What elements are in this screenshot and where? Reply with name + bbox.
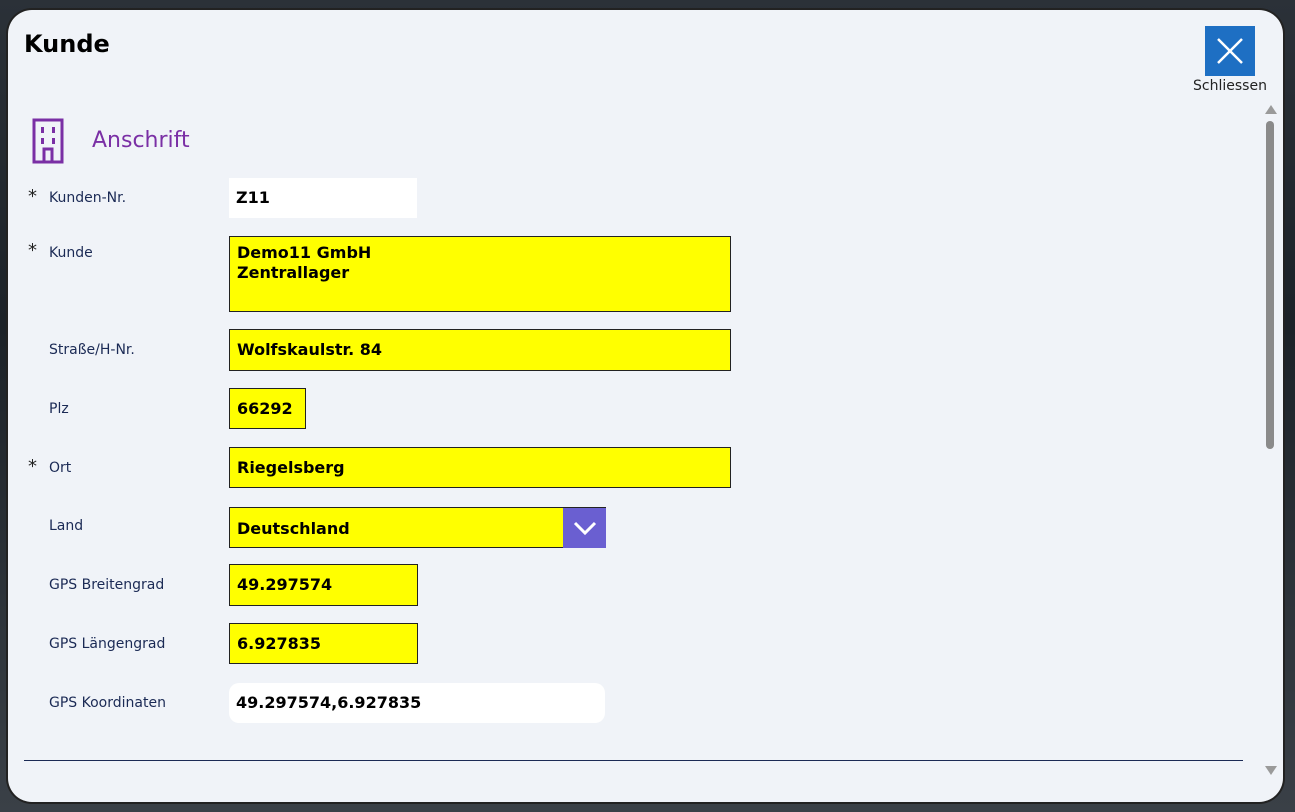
scroll-up-arrow-icon[interactable] [1265,105,1277,114]
section-divider [24,760,1243,761]
kunde-label: Kunde [49,245,93,261]
plz-label: Plz [49,401,69,417]
close-button[interactable] [1205,26,1255,76]
strasse-field[interactable]: Wolfskaulstr. 84 [229,329,731,371]
ort-field[interactable]: Riegelsberg [229,447,731,488]
strasse-label: Straße/H-Nr. [49,342,135,358]
gps-laengengrad-field[interactable]: 6.927835 [229,623,418,664]
required-marker: * [28,456,37,477]
section-title: Anschrift [92,128,190,153]
gps-koordinaten-field: 49.297574,6.927835 [229,683,605,723]
kunde-line-1: Demo11 GmbH [237,243,372,262]
land-select[interactable]: Deutschland [229,507,606,548]
gps-breitengrad-field[interactable]: 49.297574 [229,564,418,606]
plz-field[interactable]: 66292 [229,388,306,429]
scroll-down-arrow-icon[interactable] [1265,766,1277,775]
land-label: Land [49,518,84,534]
close-button-label[interactable]: Schliessen [1193,78,1267,94]
chevron-down-icon [573,521,596,536]
gps-laengengrad-label: GPS Längengrad [49,636,166,652]
scroll-thumb[interactable] [1266,121,1274,449]
kunde-line-2: Zentrallager [237,263,350,282]
required-marker: * [28,186,37,207]
customer-dialog: Kunde Schliessen Anschrift * Kunden-Nr. … [8,10,1283,802]
ort-label: Ort [49,460,72,476]
vertical-scrollbar[interactable] [1263,105,1277,775]
close-icon [1217,38,1243,64]
building-icon [32,118,64,164]
kunden-nr-field[interactable]: Z11 [229,178,417,218]
kunden-nr-label: Kunden-Nr. [49,190,127,206]
gps-breitengrad-label: GPS Breitengrad [49,577,165,593]
gps-koordinaten-label: GPS Koordinaten [49,695,166,711]
kunde-textarea[interactable]: Demo11 GmbH Zentrallager [229,236,731,312]
dialog-title: Kunde [24,30,110,58]
required-marker: * [28,240,37,261]
land-dropdown-button[interactable] [563,508,606,548]
